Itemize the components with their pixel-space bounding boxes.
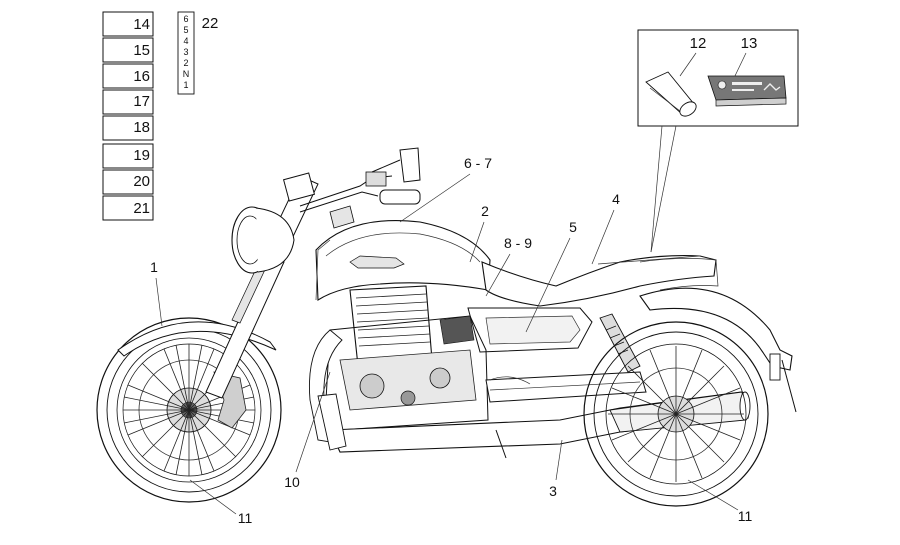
inset-callout: 12 bbox=[690, 35, 707, 52]
rear-wheel bbox=[583, 321, 769, 507]
decal-box: 18 bbox=[102, 115, 154, 141]
decal-box-label: 21 bbox=[133, 200, 150, 217]
decal-box: 19 bbox=[102, 143, 154, 169]
decal-box-label: 16 bbox=[133, 68, 150, 85]
decal-box: 17 bbox=[102, 89, 154, 115]
decal-box-label: 17 bbox=[133, 93, 150, 110]
owners-manual-icon bbox=[707, 75, 787, 107]
handlebar-assembly bbox=[282, 147, 421, 229]
callout-6-7: 6 - 7 bbox=[464, 155, 492, 171]
decal-box-label: 14 bbox=[133, 16, 150, 33]
decal-box: 15 bbox=[102, 37, 154, 63]
gear-label: N bbox=[183, 69, 190, 79]
gear-indicator-callout: 22 bbox=[202, 15, 219, 32]
callout-11-rear: 11 bbox=[738, 508, 753, 524]
callout-10: 10 bbox=[284, 474, 300, 490]
headlight bbox=[231, 206, 295, 274]
callout-3: 3 bbox=[549, 483, 557, 499]
decal-box-column: 14 15 16 17 18 19 20 21 bbox=[102, 11, 154, 221]
gear-label: 5 bbox=[183, 25, 188, 35]
decal-box: 21 bbox=[102, 195, 154, 221]
callout-8-9: 8 - 9 bbox=[504, 235, 532, 251]
tool-pouch-icon bbox=[645, 71, 697, 117]
callout-1: 1 bbox=[150, 259, 158, 275]
gear-label: 3 bbox=[183, 47, 188, 57]
side-cover bbox=[467, 307, 593, 353]
gear-label: 2 bbox=[183, 58, 188, 68]
decal-box-label: 18 bbox=[133, 119, 150, 136]
callout-labels: 1 2 3 4 5 6 - 7 8 - 9 10 11 11 bbox=[150, 155, 752, 526]
decal-box-label: 19 bbox=[133, 147, 150, 164]
rear-shock bbox=[599, 313, 641, 373]
rear-fender bbox=[639, 287, 797, 413]
gear-label: 1 bbox=[183, 80, 188, 90]
accessory-inset: 12 13 bbox=[637, 29, 799, 253]
decal-box: 20 bbox=[102, 169, 154, 195]
inset-callout: 13 bbox=[741, 35, 758, 52]
gear-indicator-decal: 6 5 4 3 2 N 1 22 bbox=[177, 11, 219, 95]
motorcycle-illustration bbox=[96, 147, 797, 507]
gear-label: 4 bbox=[183, 36, 188, 46]
swingarm bbox=[485, 371, 647, 403]
front-wheel bbox=[96, 317, 282, 503]
gear-label: 6 bbox=[183, 14, 188, 24]
decal-box-label: 20 bbox=[133, 173, 150, 190]
decal-box: 14 bbox=[102, 11, 154, 37]
decal-box-label: 15 bbox=[133, 42, 150, 59]
seat bbox=[481, 255, 719, 307]
decal-box: 16 bbox=[102, 63, 154, 89]
callout-5: 5 bbox=[569, 219, 577, 235]
callout-11-front: 11 bbox=[238, 510, 253, 526]
callout-4: 4 bbox=[612, 191, 620, 207]
callout-2: 2 bbox=[481, 203, 489, 219]
